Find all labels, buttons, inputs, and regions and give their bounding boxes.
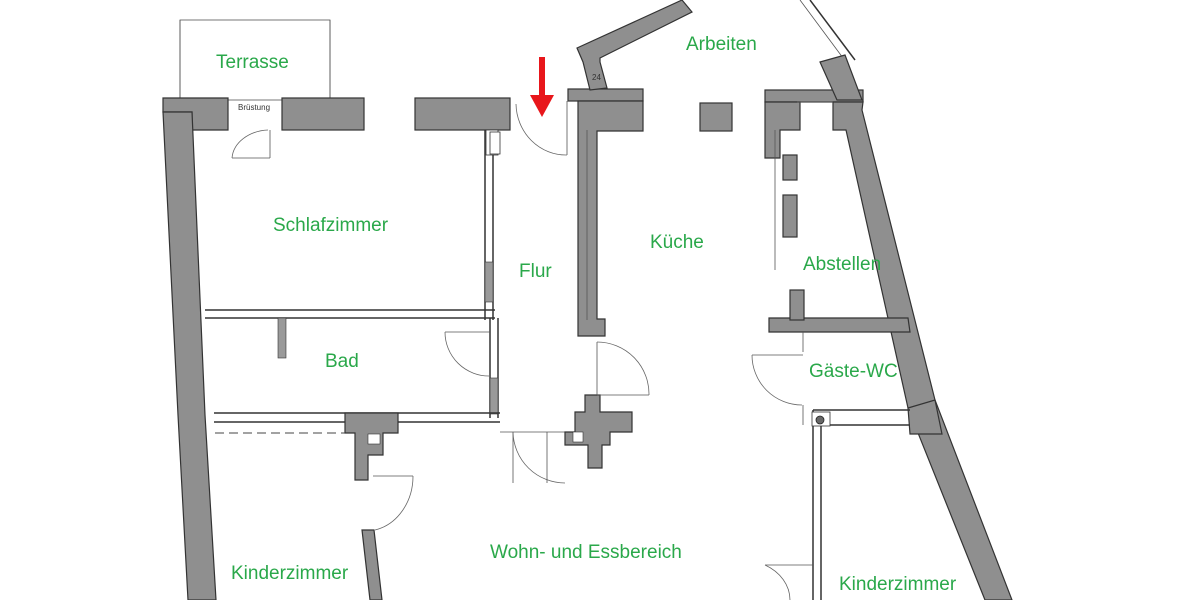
room-label-abstellen: Abstellen	[803, 254, 881, 275]
arbeiten-walls: 24	[576, 0, 863, 101]
room-label-flur: Flur	[519, 261, 552, 282]
room-label-terrasse: Terrasse	[216, 52, 289, 73]
room-label-wohn-essbereich: Wohn- und Essbereich	[490, 542, 682, 563]
room-label-schlafzimmer: Schlafzimmer	[273, 215, 389, 236]
window-note: Brüstung	[238, 103, 270, 112]
kitchen-appliance	[489, 131, 501, 155]
room-label-bad: Bad	[325, 351, 359, 372]
room-label-arbeiten: Arbeiten	[686, 34, 757, 55]
terrace-outline	[179, 19, 331, 101]
window-note-label: Brüstung	[238, 103, 270, 112]
outer-walls	[162, 88, 1013, 600]
room-label-kinderzimmer-left: Kinderzimmer	[231, 563, 349, 584]
step-number-label: 24	[592, 73, 601, 82]
room-label-kinderzimmer-right: Kinderzimmer	[839, 574, 957, 595]
doors	[231, 101, 813, 600]
interior-walls	[205, 101, 910, 600]
entrance-arrow-icon	[530, 57, 554, 117]
room-label-gaeste-wc: Gäste-WC	[809, 361, 898, 382]
room-labels: Terrasse Arbeiten Schlafzimmer Küche Flu…	[216, 34, 957, 595]
room-label-kueche: Küche	[650, 232, 704, 253]
